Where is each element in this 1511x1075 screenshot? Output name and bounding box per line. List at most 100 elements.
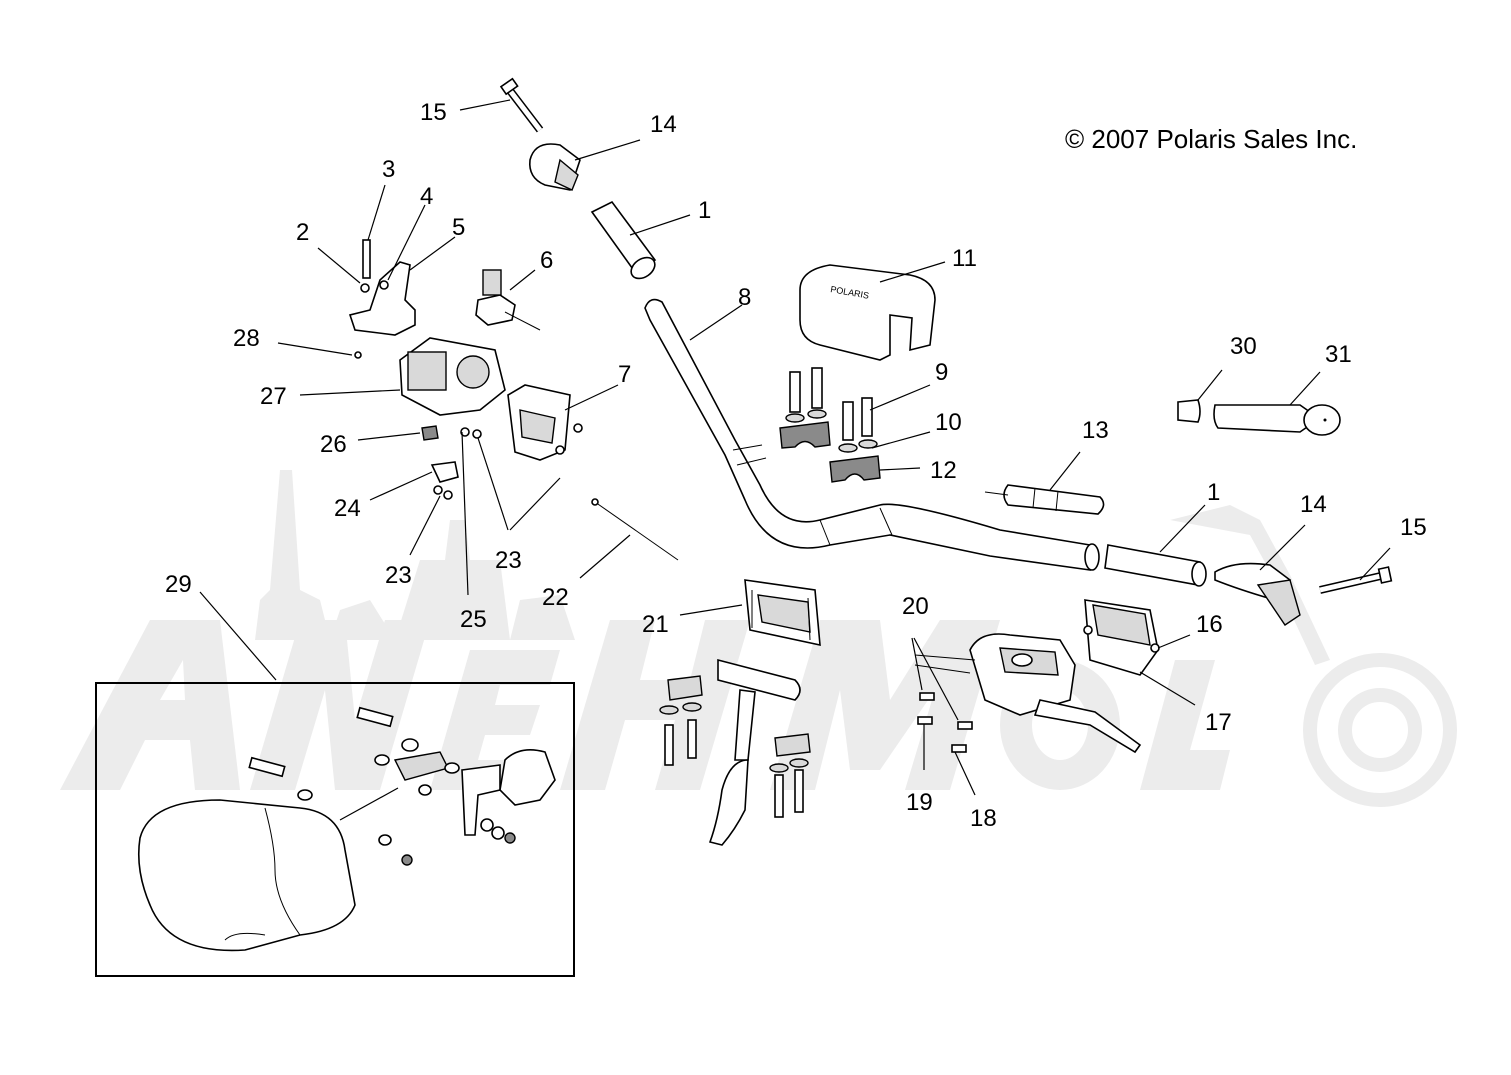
callout-16: 16	[1196, 611, 1223, 638]
callout-25: 25	[460, 606, 487, 633]
part-14-bar-end-top	[528, 143, 581, 191]
part-30-end-plug	[1177, 399, 1201, 423]
callout-5: 5	[452, 214, 465, 241]
leader-23a	[409, 495, 441, 556]
part-14-bar-end-right	[1214, 562, 1301, 626]
leader-6	[509, 269, 536, 291]
part-13-grip-heater	[984, 484, 1105, 515]
callout-26: 26	[320, 431, 347, 458]
part-27-switch-housing	[399, 337, 506, 416]
part-21-bracket	[744, 579, 821, 647]
leader-8	[689, 304, 743, 341]
callout-31: 31	[1325, 341, 1352, 368]
callout-14-top: 14	[650, 111, 677, 138]
leader-31	[1289, 371, 1321, 406]
callout-23b: 23	[495, 547, 522, 574]
callout-3: 3	[382, 156, 395, 183]
leader-14-top	[574, 139, 641, 161]
leader-15-top	[459, 99, 511, 111]
leader-20b	[913, 637, 959, 721]
callout-12: 12	[930, 457, 957, 484]
callout-15-right: 15	[1400, 514, 1427, 541]
callout-28: 28	[233, 325, 260, 352]
callout-20: 20	[902, 593, 929, 620]
leader-16	[1157, 634, 1191, 649]
part-brake-master-cylinder	[914, 633, 1142, 754]
leader-4	[387, 204, 426, 281]
leader-24	[369, 471, 433, 501]
callout-9: 9	[935, 359, 948, 386]
callout-1-top: 1	[698, 197, 711, 224]
callout-15-top: 15	[420, 99, 447, 126]
part-steering-post	[659, 658, 811, 846]
leader-23b	[477, 437, 509, 531]
leader-17	[1139, 671, 1196, 706]
part-29-headlight-kit	[137, 706, 556, 952]
callout-13: 13	[1082, 417, 1109, 444]
leader-29	[199, 591, 277, 681]
watermark-logo	[60, 470, 1457, 807]
leader-10	[871, 431, 931, 449]
callout-7: 7	[618, 361, 631, 388]
leader-30	[1197, 369, 1223, 401]
callout-23a: 23	[385, 562, 412, 589]
leader-14-right	[1259, 524, 1306, 571]
leader-15-right	[1359, 547, 1391, 581]
part-2-washer	[360, 283, 370, 293]
leader-1-right	[1159, 504, 1206, 553]
callout-24: 24	[334, 495, 361, 522]
part-28-pin	[354, 351, 362, 359]
leader-11	[879, 261, 946, 283]
callout-27: 27	[260, 383, 287, 410]
part-6-switch	[475, 269, 541, 331]
part-24-plate	[430, 461, 459, 483]
callout-19: 19	[906, 789, 933, 816]
callout-6: 6	[540, 247, 553, 274]
leader-21	[679, 604, 743, 616]
callout-29: 29	[165, 571, 192, 598]
part-4-washer	[379, 280, 389, 290]
callout-30: 30	[1230, 333, 1257, 360]
part-31-grip-right	[1213, 404, 1341, 436]
leader-27	[299, 389, 401, 396]
part-11-handlebar-pad: POLARIS	[799, 264, 936, 361]
part-10-washers	[785, 409, 878, 453]
callout-2: 2	[296, 219, 309, 246]
callout-17: 17	[1205, 709, 1232, 736]
callout-10: 10	[935, 409, 962, 436]
leader-29-inner	[339, 787, 399, 821]
leader-25	[461, 431, 469, 596]
leader-23c	[509, 477, 561, 531]
part-7-housing-cover	[507, 384, 583, 461]
callout-14-right: 14	[1300, 491, 1327, 518]
part-12-clamps	[779, 421, 881, 483]
part-1-grip-right	[1104, 544, 1207, 587]
part-26-plug	[421, 425, 439, 441]
callout-21: 21	[642, 611, 669, 638]
callout-18: 18	[970, 805, 997, 832]
leader-7	[564, 384, 619, 411]
copyright-text: © 2007 Polaris Sales Inc.	[1065, 124, 1357, 154]
part-5-mount-bracket	[348, 261, 416, 336]
part-22-cable	[591, 498, 679, 561]
part-9-bolts	[789, 367, 873, 441]
part-18-19-20-screws	[917, 692, 973, 753]
part-15-bolt-top	[499, 77, 544, 133]
part-3-bolt	[362, 239, 371, 279]
leader-5	[409, 236, 456, 271]
part-8-handlebar	[644, 298, 1100, 571]
leader-28	[277, 342, 353, 356]
callout-22: 22	[542, 584, 569, 611]
leader-18	[954, 751, 976, 796]
callout-11: 11	[952, 245, 977, 272]
leader-1-top	[629, 214, 691, 236]
leader-9	[869, 384, 931, 411]
callout-8: 8	[738, 284, 751, 311]
callout-4: 4	[420, 183, 433, 210]
part-15-bolt-right	[1319, 566, 1393, 594]
part-23-screws	[433, 427, 482, 500]
leader-20a	[911, 637, 923, 691]
part-1-grip-left	[590, 200, 657, 280]
part-29-inset-box	[95, 682, 575, 977]
leader-2	[317, 247, 361, 284]
